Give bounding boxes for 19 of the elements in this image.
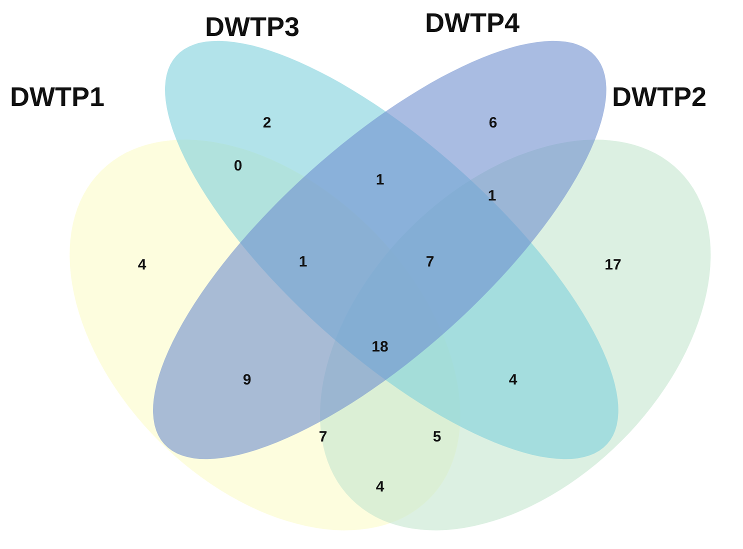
region-count: 4 [138,256,146,274]
set-label: DWTP1 [10,82,104,113]
region-count: 5 [432,428,442,446]
region-count: 1 [376,172,384,188]
region-count: 1 [488,188,496,204]
region-count: 6 [488,114,498,132]
region-count: 0 [234,158,242,174]
region-count: 4 [508,372,518,388]
set-label: DWTP4 [424,8,520,39]
region-count: 4 [376,478,384,496]
region-count: 1 [298,254,308,270]
region-count: 7 [426,254,434,270]
region-count: 17 [604,256,622,274]
set-label: DWTP3 [204,12,300,43]
region-count: 2 [262,114,272,132]
region-count: 9 [242,372,252,388]
set-label: DWTP2 [612,82,706,113]
region-count: 7 [318,428,328,446]
region-count: 18 [372,338,388,356]
